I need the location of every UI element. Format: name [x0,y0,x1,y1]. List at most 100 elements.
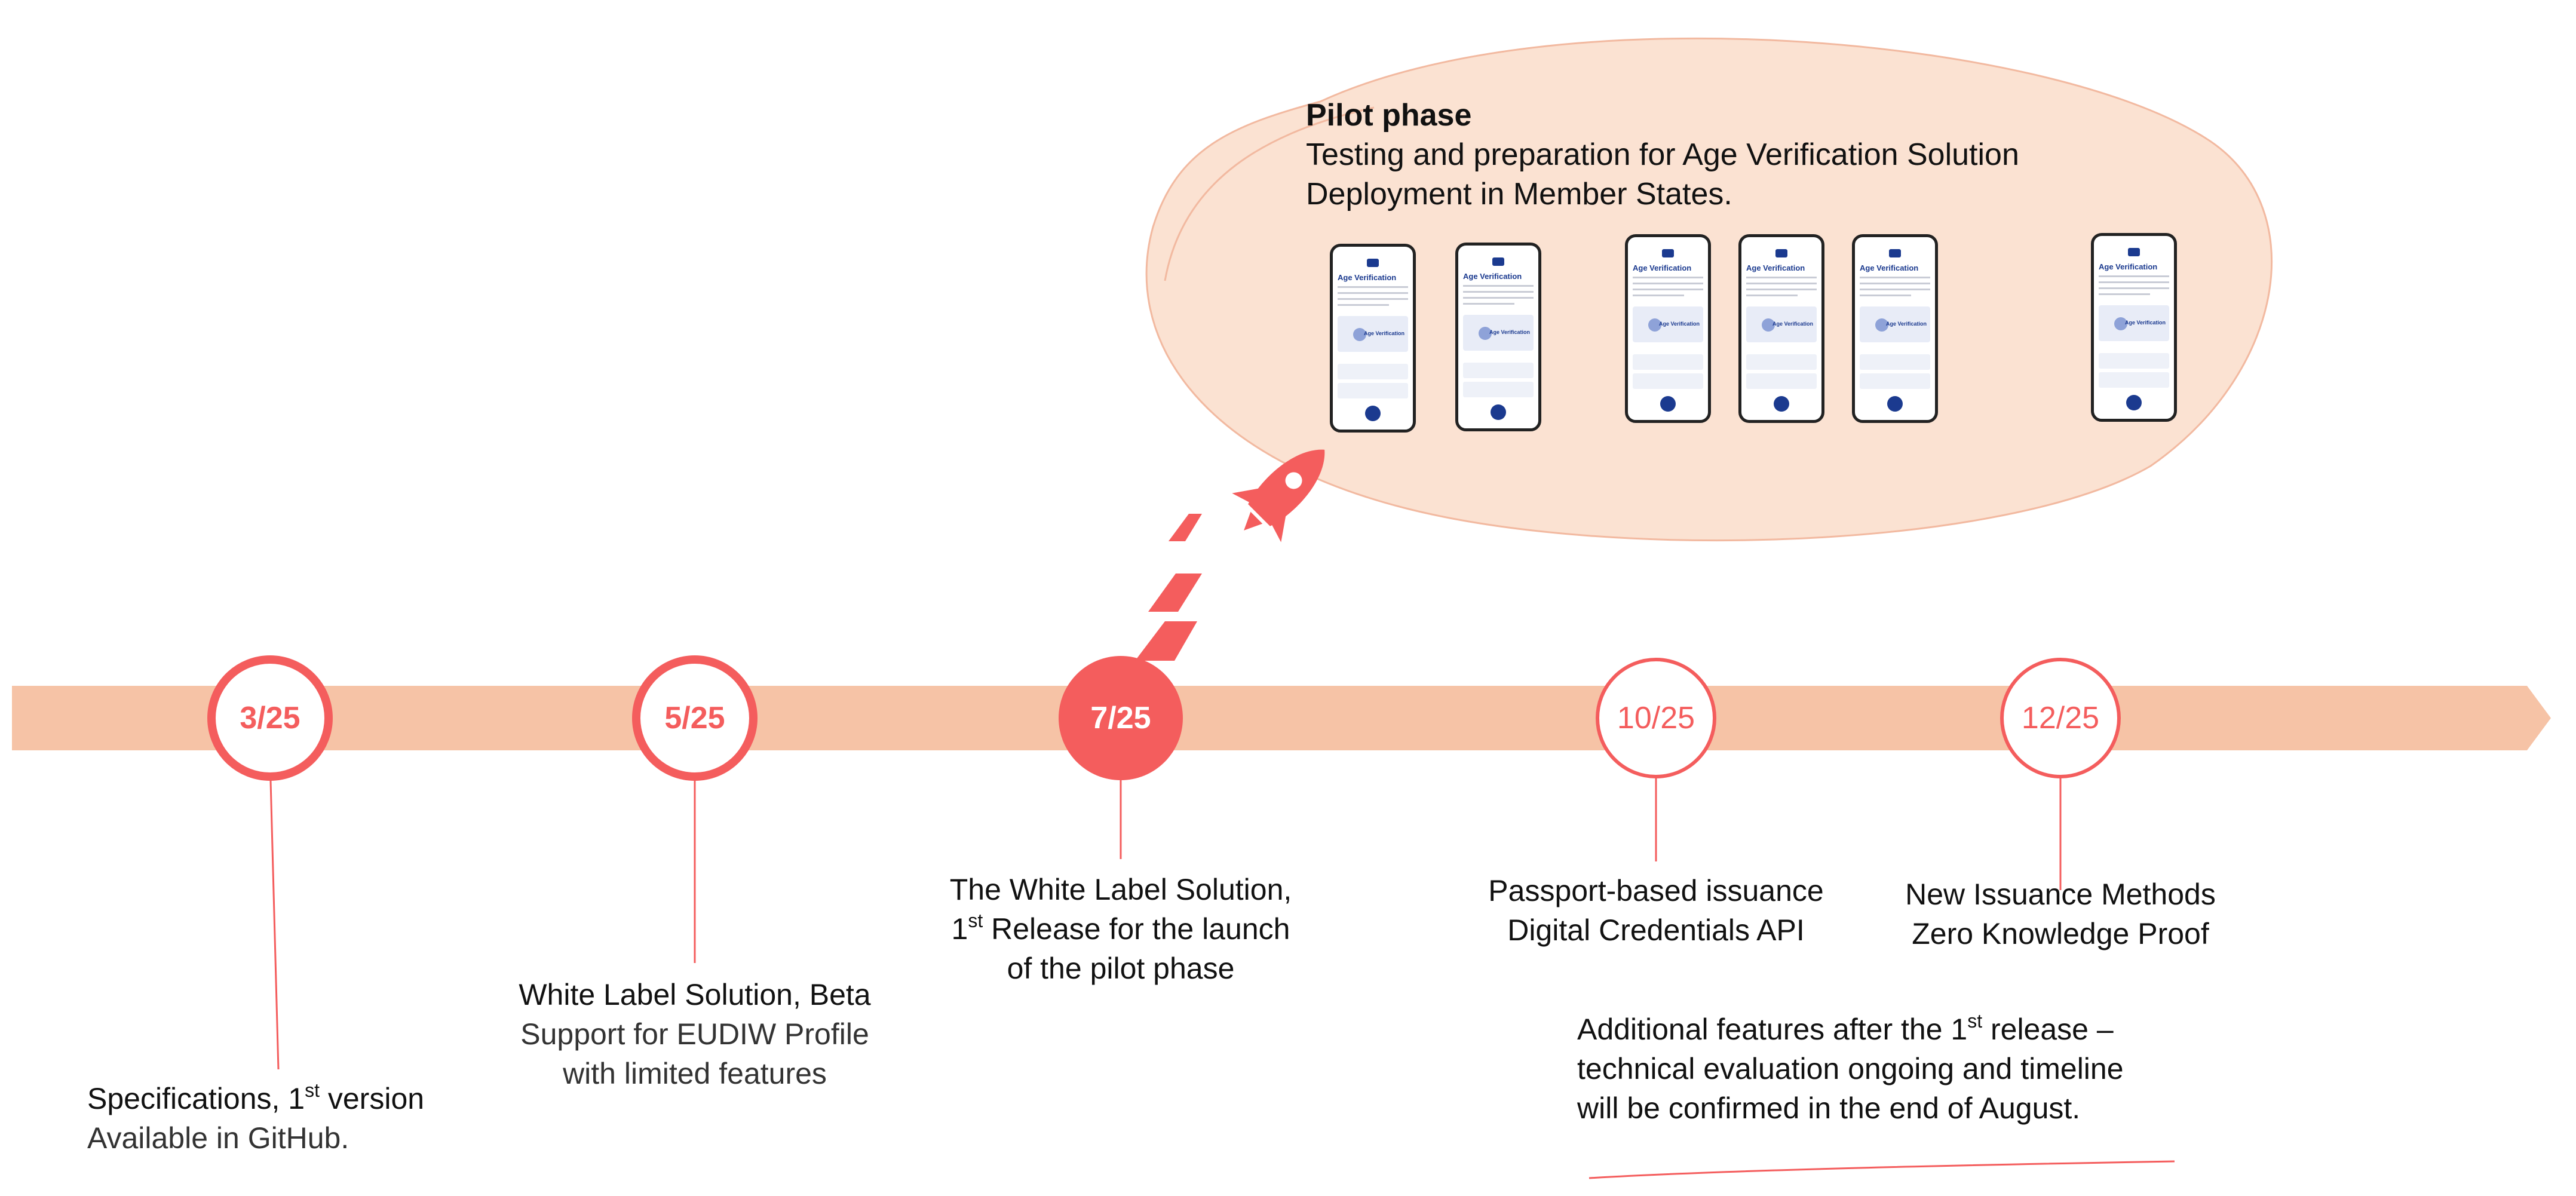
phone-screen-title: Age Verification [1746,263,1805,272]
text-line [1860,289,1930,290]
info-field [1463,382,1534,397]
text-line [1338,286,1408,288]
note-line: Additional features after the 1st releas… [1577,1010,2114,1046]
text-line [1338,304,1389,306]
phone-screen-title: Age Verification [1633,263,1692,272]
sub-line: Support for EUDIW Profile [520,1017,869,1051]
milestone-date-10-25: 10/25 [1617,701,1695,735]
text-line [1860,277,1930,278]
eu-flag-icon [1775,249,1787,257]
age-badge-icon [1479,327,1492,340]
info-field [1746,354,1817,370]
info-field [2099,372,2169,388]
eu-flag-icon [2128,248,2140,256]
info-field [1338,364,1408,379]
milestone-label-7-25: The White Label Solution, 1st Release fo… [882,870,1360,988]
info-field [2099,353,2169,369]
credential-card-label: Age Verification [1489,329,1530,335]
bubble-accent-stroke [1164,106,1375,281]
label-line: The White Label Solution, [949,873,1292,906]
text-line [1633,277,1703,278]
credential-card: Age Verification [1746,306,1817,342]
pilot-phase-text: Pilot phase Testing and preparation for … [1306,96,2202,214]
milestone-label-3-25: Specifications, 1st version Available in… [87,1079,541,1158]
milestone-circle-5-25 [632,655,758,781]
text-line [2099,275,2169,277]
text-line [1463,297,1534,299]
rocket-trail [1135,514,1202,661]
pilot-phase-desc-line1: Testing and preparation for Age Verifica… [1306,137,2019,172]
text-line [1746,289,1817,290]
text-line [2099,281,2169,283]
label-line: 1st Release for the launch [951,910,1290,946]
info-field [1746,373,1817,389]
eu-flag-icon [1492,257,1504,266]
connector-3-25 [269,758,280,1070]
info-field [1633,373,1703,389]
milestone-label-12-25: New Issuance Methods Zero Knowledge Proo… [1821,875,2299,953]
additional-features-note: Additional features after the 1st releas… [1577,1010,2234,1128]
text-line [1746,295,1798,296]
phone-screen-title: Age Verification [1338,273,1397,282]
label-line: White Label Solution, Beta [519,978,871,1011]
text-line [1463,303,1514,305]
text-line [1338,298,1408,300]
scan-button-icon [1774,396,1789,412]
rocket-icon [1232,449,1325,542]
credential-card-label: Age Verification [1772,321,1813,327]
credential-card: Age Verification [1860,306,1930,342]
age-badge-icon [1875,318,1888,332]
text-line [2099,287,2169,289]
label-line: Digital Credentials API [1507,913,1805,947]
credential-card: Age Verification [2099,305,2169,341]
phone-screen-title: Age Verification [1463,272,1522,281]
text-line [1860,283,1930,284]
milestone-date-5-25: 5/25 [664,701,725,735]
credential-card: Age Verification [1463,315,1534,351]
scan-button-icon [1365,406,1381,421]
info-field [1633,354,1703,370]
milestone-label-5-25: White Label Solution, Beta Support for E… [456,975,934,1093]
age-badge-icon [1648,318,1661,332]
milestone-circle-7-25 [1059,656,1183,780]
milestone-date-12-25: 12/25 [2021,701,2100,735]
milestone-date-3-25: 3/25 [240,701,300,735]
credential-card-label: Age Verification [1658,321,1700,327]
text-line [2099,293,2150,295]
scan-button-icon [2126,395,2142,410]
text-line [1463,291,1534,293]
label-line: of the pilot phase [1007,952,1235,985]
credential-card-label: Age Verification [1363,330,1404,336]
label-line: Passport-based issuance [1488,874,1824,907]
text-line [1746,277,1817,278]
text-line [1860,295,1911,296]
age-badge-icon [1762,318,1775,332]
timeline-arrow-band [12,686,2551,750]
pilot-phase-title: Pilot phase [1306,98,1472,133]
scan-button-icon [1887,396,1903,412]
eu-flag-icon [1367,259,1379,267]
milestone-circle-12-25 [2000,658,2121,778]
underline-stroke [1588,1160,2175,1179]
milestone-circle-3-25 [207,655,333,781]
age-badge-icon [2114,317,2127,330]
info-field [1463,363,1534,378]
info-field [1338,383,1408,398]
sub-line: with limited features [563,1057,827,1090]
label-line: Zero Knowledge Proof [1912,917,2209,950]
milestone-date-7-25: 7/25 [1090,701,1151,735]
credential-card: Age Verification [1338,316,1408,352]
phone-screen-title: Age Verification [1860,263,1919,272]
pilot-phase-desc-line2: Deployment in Member States. [1306,177,1732,211]
info-field [1860,373,1930,389]
text-line [1633,295,1684,296]
sub-line: Available in GitHub. [87,1121,349,1155]
eu-flag-icon [1662,249,1674,257]
label-line: New Issuance Methods [1905,878,2216,911]
